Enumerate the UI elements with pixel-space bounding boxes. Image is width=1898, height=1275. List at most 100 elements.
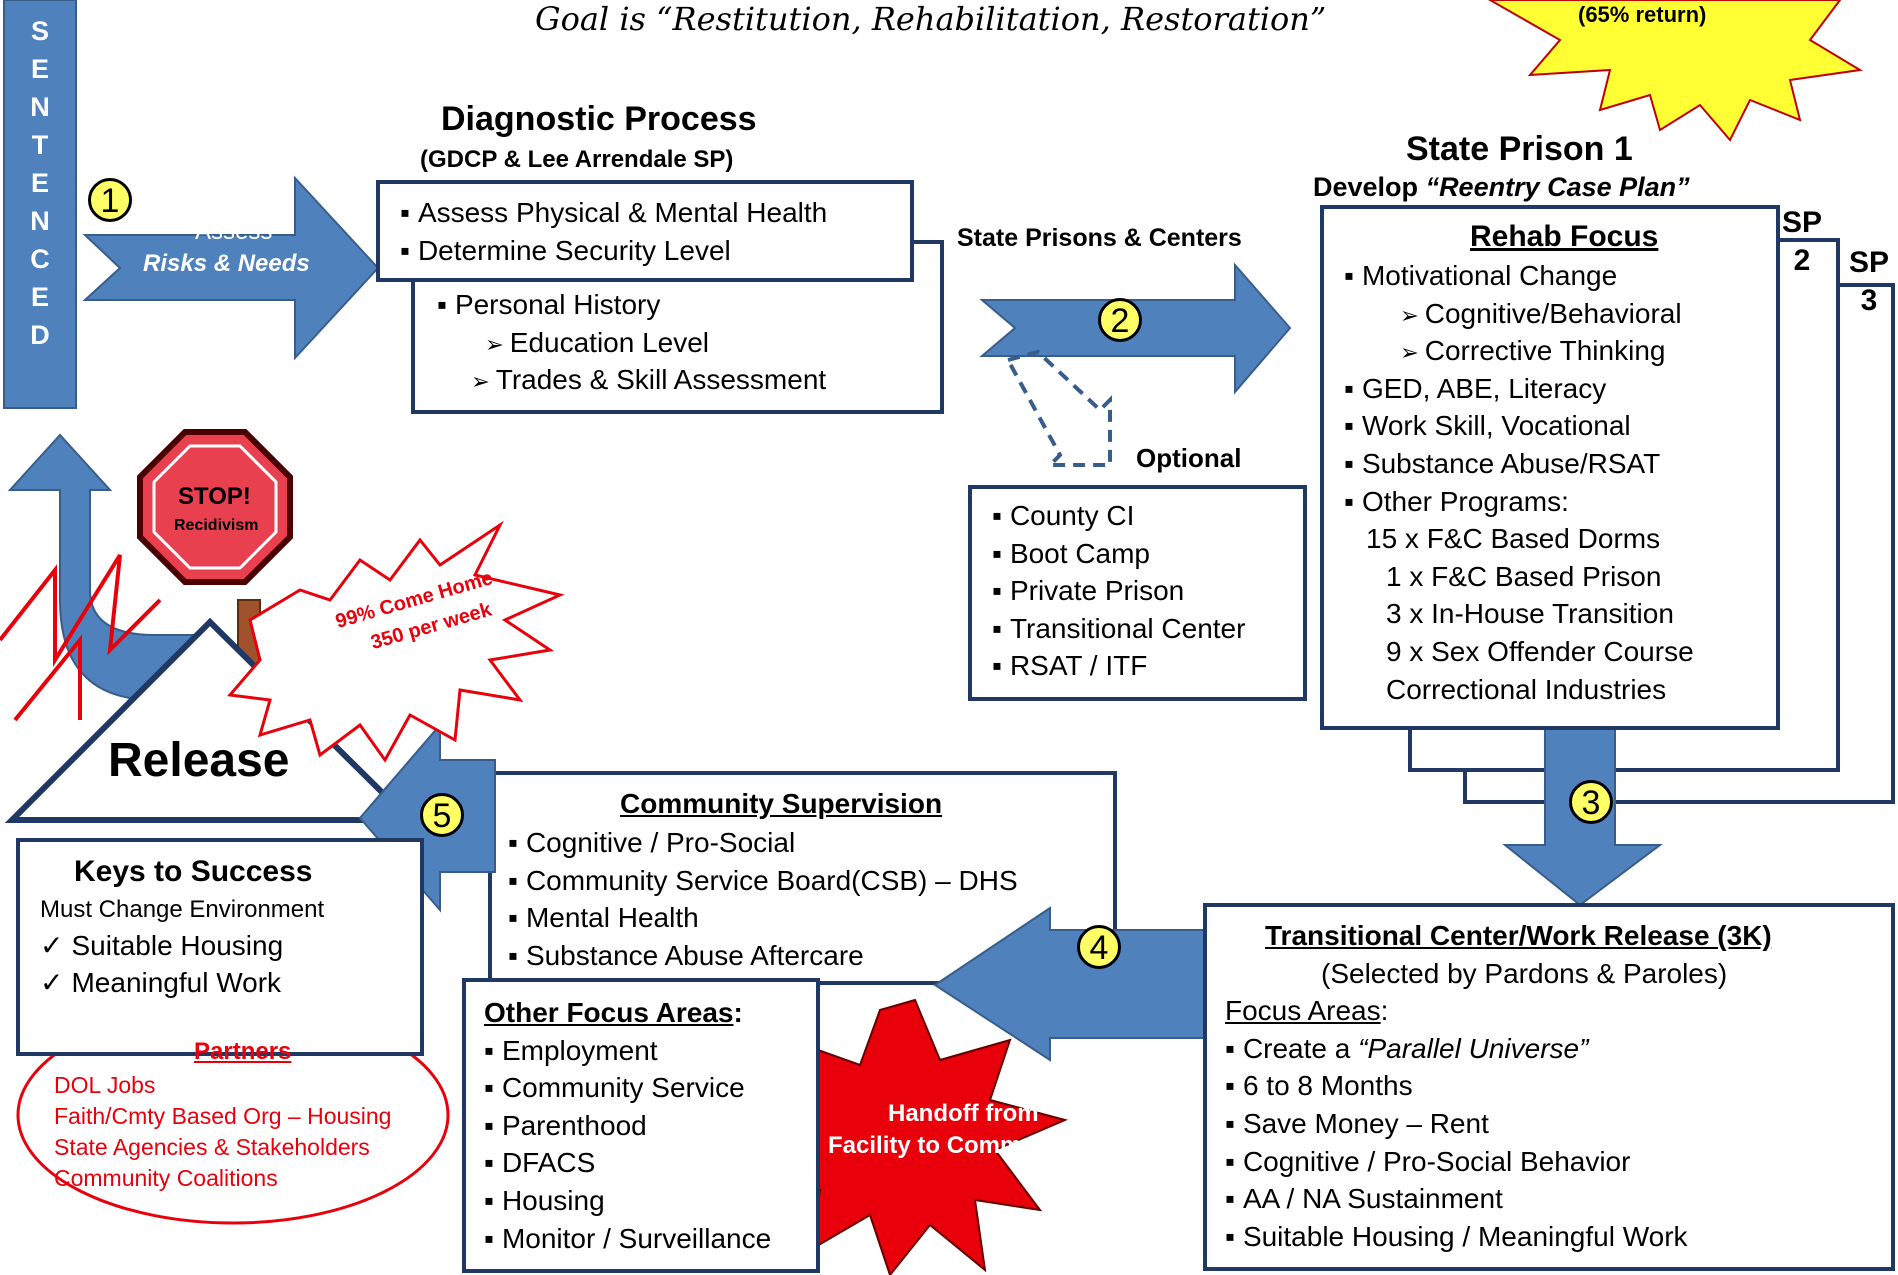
other-focus-item: Employment xyxy=(484,1034,816,1068)
sp3-label-num: 3 xyxy=(1860,284,1878,317)
community-item: Cognitive / Pro-Social xyxy=(508,826,1018,860)
optional-item: Private Prison xyxy=(992,574,1303,608)
state-prisons-label: State Prisons & Centers xyxy=(957,224,1242,252)
sp2-label: SP 2 xyxy=(1782,204,1822,280)
transitional-item: Suitable Housing / Meaningful Work xyxy=(1225,1220,1891,1254)
other-focus-box: Other Focus Areas: Employment Community … xyxy=(462,978,820,1273)
focus-areas-label: Focus Areas: xyxy=(1225,994,1891,1028)
sp3-label-top: SP xyxy=(1849,246,1890,279)
other-focus-item: Community Service xyxy=(484,1071,816,1105)
transitional-item: Save Money – Rent xyxy=(1225,1107,1891,1141)
optional-dashed-arrow xyxy=(1005,349,1112,467)
sentenced-letter: T xyxy=(31,130,49,160)
optional-item: Boot Camp xyxy=(992,537,1303,571)
optional-item: RSAT / ITF xyxy=(992,649,1303,683)
step-number-4: 4 xyxy=(1077,925,1121,969)
other-focus-item: Monitor / Surveillance xyxy=(484,1222,816,1256)
prison-subtitle-prefix: Develop xyxy=(1313,172,1419,202)
transitional-item: AA / NA Sustainment xyxy=(1225,1182,1891,1216)
keys-item: Suitable Housing xyxy=(40,929,420,963)
program-item: 3 x In-House Transition xyxy=(1386,598,1674,630)
optional-box: County CI Boot Camp Private Prison Trans… xyxy=(968,485,1307,701)
community-item: Mental Health xyxy=(508,901,1018,935)
prison-box: Rehab Focus Motivational Change Cognitiv… xyxy=(1320,205,1780,730)
diagnostic-item: Determine Security Level xyxy=(400,234,910,268)
stop-sign xyxy=(137,429,293,585)
community-title: Community Supervision xyxy=(620,788,943,819)
history-item: Trades & Skill Assessment xyxy=(437,363,940,397)
community-item: Substance Abuse Aftercare xyxy=(508,939,1018,973)
prison-item: Substance Abuse/RSAT xyxy=(1344,447,1776,481)
other-focus-item: Housing xyxy=(484,1184,816,1218)
transitional-box: Transitional Center/Work Release (3K) (S… xyxy=(1203,903,1895,1271)
optional-label: Optional xyxy=(1136,443,1242,473)
program-item: 15 x F&C Based Dorms xyxy=(1366,523,1661,555)
program-item: 1 x F&C Based Prison xyxy=(1386,560,1662,592)
transitional-item: Create a “Parallel Universe” xyxy=(1225,1032,1891,1066)
handoff-line2: Facility to Community xyxy=(828,1132,1079,1159)
stop-label: STOP! xyxy=(178,483,251,510)
assess-label: Assess xyxy=(195,218,273,245)
prison-item: Other Programs: xyxy=(1344,485,1776,519)
zigzag-line xyxy=(0,553,162,668)
prison-item: Motivational Change xyxy=(1344,259,1776,293)
handoff-label: Handoff from Facility to Community xyxy=(828,1100,1118,1160)
partner-item: State Agencies & Stakeholders xyxy=(54,1134,370,1160)
program-item: Correctional Industries xyxy=(1386,673,1667,705)
history-title: Personal History xyxy=(437,288,940,322)
assess-arrow xyxy=(82,175,380,361)
sentenced-bar xyxy=(3,0,77,409)
other-focus-title-text: Other Focus Areas xyxy=(484,997,734,1028)
keys-subtitle: Must Change Environment xyxy=(40,896,325,923)
transitional-title: Transitional Center/Work Release (3K) xyxy=(1265,920,1772,951)
other-focus-title: Other Focus Areas: xyxy=(484,996,816,1030)
partners-title: Partners xyxy=(194,1038,292,1065)
optional-item: County CI xyxy=(992,499,1303,533)
sentenced-letter: E xyxy=(30,168,49,198)
keys-box: Keys to Success Must Change Environment … xyxy=(16,838,424,1056)
sp2-label-top: SP xyxy=(1782,206,1823,239)
sentenced-letter: D xyxy=(30,320,50,350)
partner-item: Community Coalitions xyxy=(54,1165,278,1191)
step-number-5: 5 xyxy=(420,793,464,837)
community-item: Community Service Board(CSB) – DHS xyxy=(508,864,1018,898)
prison-item: GED, ABE, Literacy xyxy=(1344,372,1776,406)
sentenced-letter: N xyxy=(30,206,50,236)
release-label: Release xyxy=(108,734,290,787)
focus-areas-text: Focus Areas xyxy=(1225,995,1381,1027)
reentry-case-plan: “Reentry Case Plan” xyxy=(1425,172,1690,202)
zigzag-line-2 xyxy=(13,634,82,722)
prison-title: State Prison 1 xyxy=(1406,130,1633,168)
sp2-label-num: 2 xyxy=(1793,244,1811,277)
other-focus-colon: : xyxy=(733,997,743,1028)
step-number-1: 1 xyxy=(88,178,132,222)
diagnostic-item: Assess Physical & Mental Health xyxy=(400,196,910,230)
recidivism-label: Recidivism xyxy=(174,517,259,534)
optional-item: Transitional Center xyxy=(992,612,1303,646)
other-focus-item: Parenthood xyxy=(484,1109,816,1143)
sentenced-letter: E xyxy=(30,54,49,84)
step-number-3: 3 xyxy=(1569,780,1613,824)
step-number-2: 2 xyxy=(1098,298,1142,342)
program-item: 9 x Sex Offender Course xyxy=(1386,635,1694,667)
return-u-arrow xyxy=(7,433,226,701)
prison-subitem: Cognitive/Behavioral xyxy=(1344,297,1776,331)
return-rate-label: (65% return) xyxy=(1578,2,1707,27)
transitional-subtitle: (Selected by Pardons & Paroles) xyxy=(1321,957,1728,989)
diagnostic-title: Diagnostic Process xyxy=(441,100,757,138)
rehab-focus-title: Rehab Focus xyxy=(1470,220,1659,253)
other-focus-item: DFACS xyxy=(484,1146,816,1180)
partners-list: DOL Jobs Faith/Cmty Based Org – Housing … xyxy=(54,1070,391,1194)
partner-item: Faith/Cmty Based Org – Housing xyxy=(54,1103,392,1129)
transitional-item: Cognitive / Pro-Social Behavior xyxy=(1225,1145,1891,1179)
come-home-burst xyxy=(227,520,565,763)
keys-title: Keys to Success xyxy=(74,855,313,888)
create-prefix: Create a xyxy=(1242,1032,1351,1064)
keys-item: Meaningful Work xyxy=(40,966,420,1000)
partner-item: DOL Jobs xyxy=(54,1072,156,1098)
page-title: Goal is “Restitution, Rehabilitation, Re… xyxy=(535,0,1327,38)
parallel-universe: “Parallel Universe” xyxy=(1358,1032,1589,1064)
diagnostic-box: Assess Physical & Mental Health Determin… xyxy=(376,180,914,282)
sentenced-letter: C xyxy=(30,244,50,274)
